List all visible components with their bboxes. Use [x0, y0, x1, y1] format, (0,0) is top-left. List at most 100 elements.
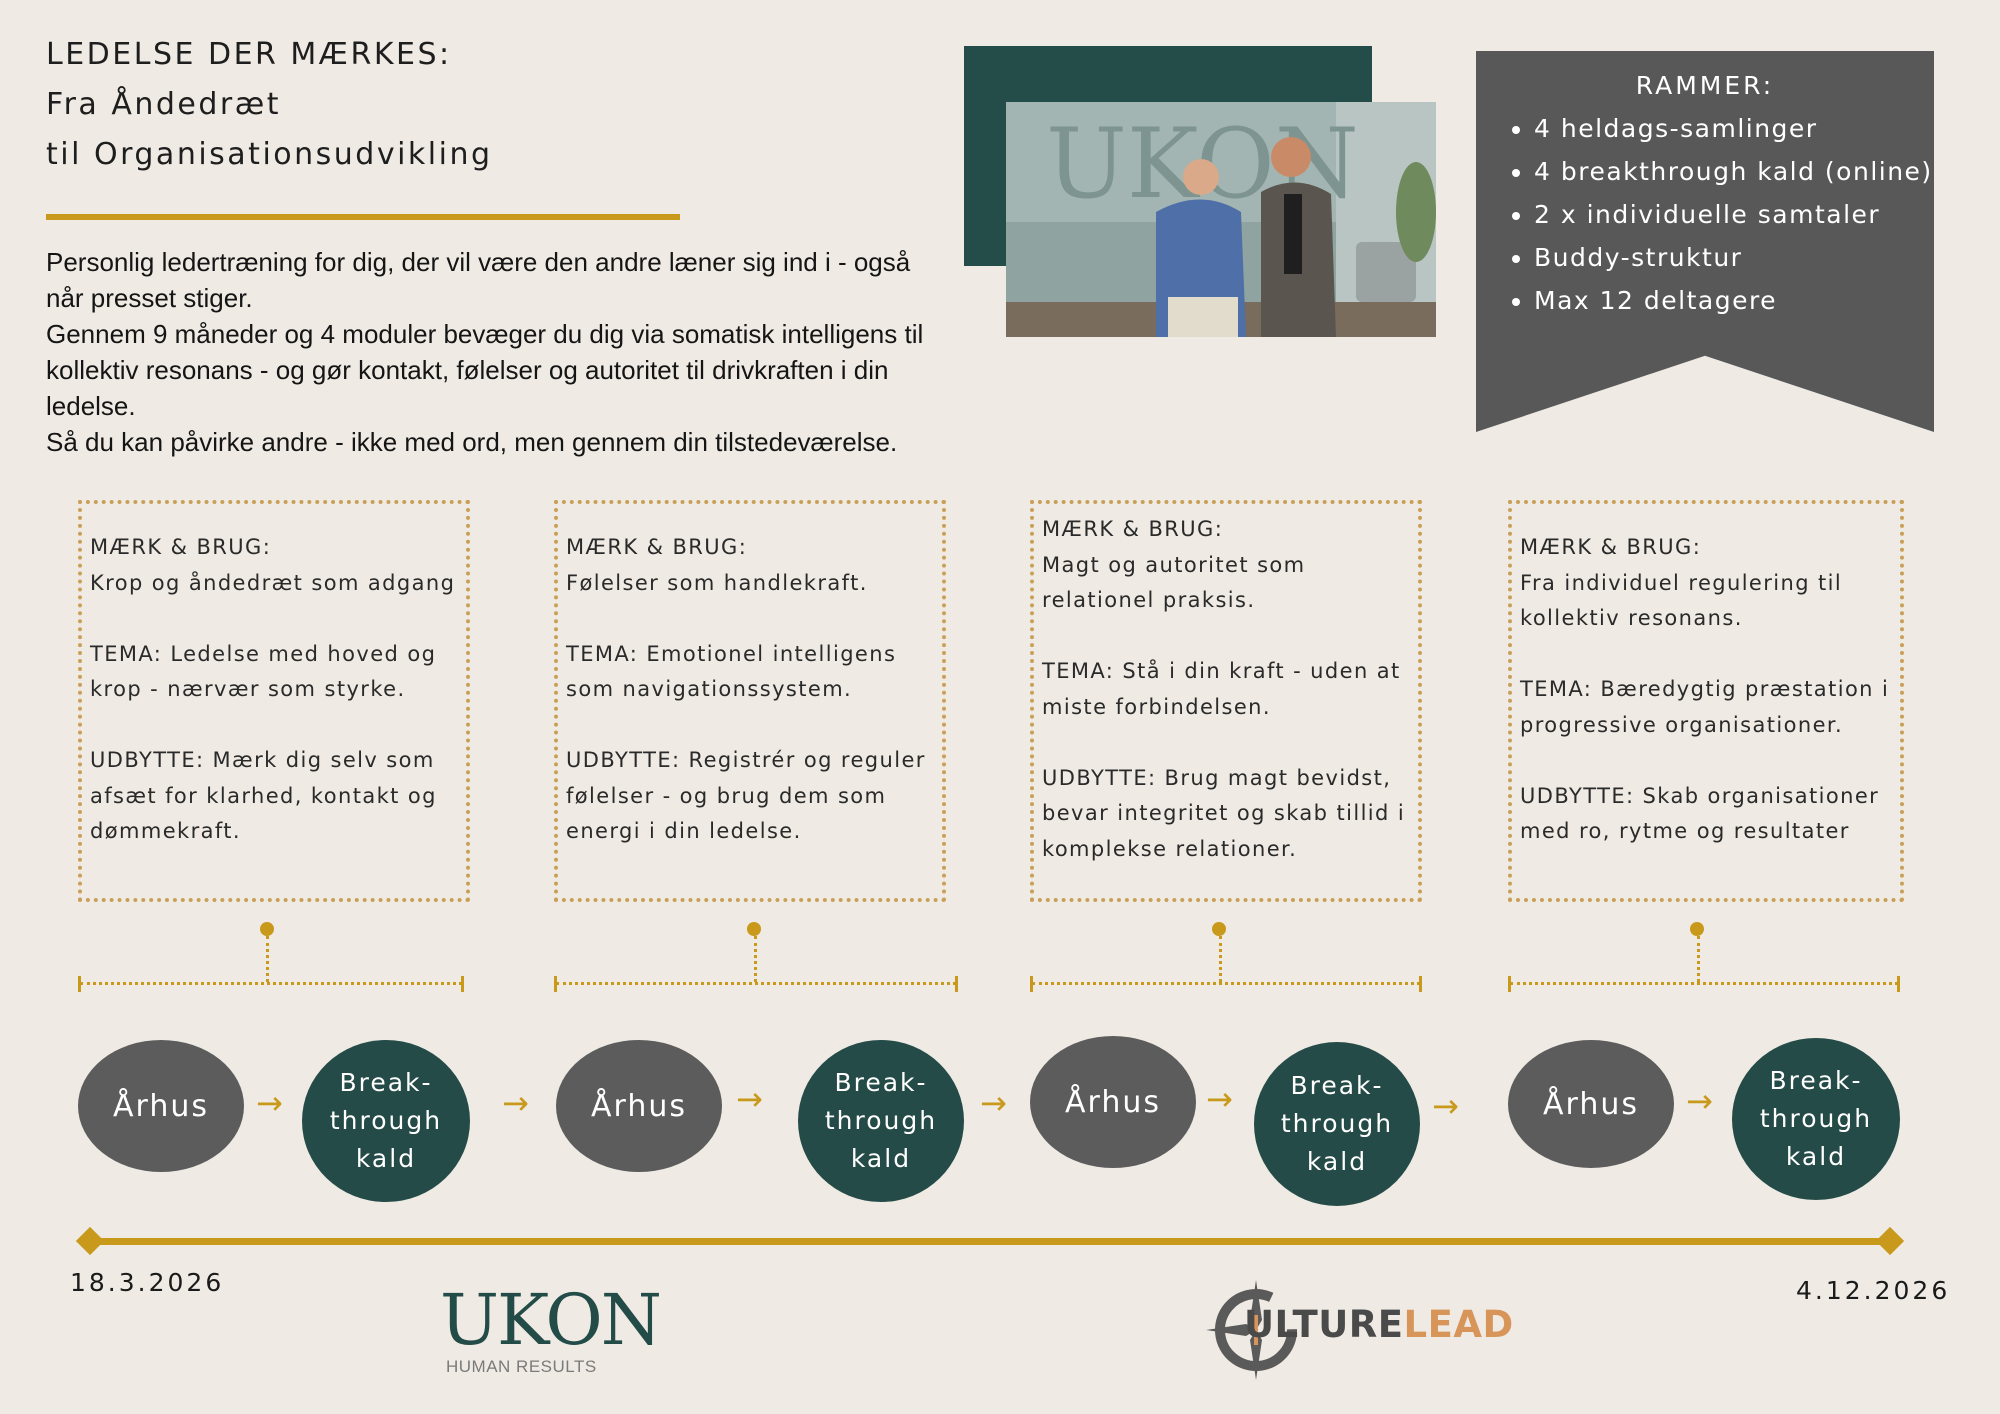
call-label: through — [1759, 1104, 1873, 1133]
title-line-2: Fra Åndedræt — [46, 87, 281, 122]
maerk-text: Krop og åndedræt som adgang — [90, 570, 456, 595]
call-label: Break- — [339, 1068, 433, 1097]
bracket-tick — [1030, 976, 1033, 992]
ukon-logo-text: UKON — [440, 1279, 662, 1361]
module-box-3: MÆRK & BRUG: Magt og autoritet som relat… — [1030, 500, 1422, 902]
location-label: Århus — [591, 1088, 687, 1124]
bracket-line — [1510, 982, 1898, 985]
bracket-tick — [955, 976, 958, 992]
timeline-end-marker — [1875, 1226, 1905, 1256]
call-label: Break- — [834, 1068, 928, 1097]
timeline-bar — [86, 1238, 1894, 1245]
arrow-icon: → — [980, 1084, 1007, 1122]
call-label: Break- — [1769, 1066, 1863, 1095]
tema-text: TEMA: Emotionel intelligens — [566, 641, 897, 666]
tema-text: TEMA: Ledelse med hoved og — [90, 641, 437, 666]
bracket-line — [1032, 982, 1420, 985]
maerk-label: MÆRK & BRUG: — [1042, 517, 1224, 541]
call-label: kald — [1306, 1147, 1368, 1176]
location-circle-3: Århus — [1030, 1036, 1196, 1168]
compass-icon — [1206, 1280, 1297, 1380]
location-circle-4: Århus — [1508, 1040, 1674, 1168]
list-item: Buddy-struktur — [1534, 236, 1933, 279]
tema-text: miste forbindelsen. — [1042, 694, 1271, 719]
list-item: Max 12 deltagere — [1534, 279, 1933, 322]
location-circle-2: Århus — [556, 1040, 722, 1172]
list-item: 2 x individuelle samtaler — [1534, 193, 1933, 236]
rammer-banner: RAMMER: 4 heldags-samlinger 4 breakthrou… — [1476, 51, 1934, 432]
location-circle-1: Århus — [78, 1040, 244, 1172]
call-label: Break- — [1290, 1071, 1384, 1100]
maerk-text: Magt og autoritet som — [1042, 552, 1306, 577]
arrow-icon: → — [736, 1080, 763, 1118]
bracket-tick — [554, 976, 557, 992]
culturelead-logo-text-part2: LEAD — [1403, 1303, 1514, 1346]
module-box-2: MÆRK & BRUG: Følelser som handlekraft. T… — [554, 500, 946, 902]
maerk-label: MÆRK & BRUG: — [1520, 535, 1702, 559]
list-item: 4 breakthrough kald (online) — [1534, 150, 1933, 193]
udbytte-text: komplekse relationer. — [1042, 836, 1298, 861]
bracket-stem — [1697, 936, 1700, 982]
module-box-4: MÆRK & BRUG: Fra individuel regulering t… — [1508, 500, 1904, 902]
bracket-tick — [1419, 976, 1422, 992]
timeline-start-marker — [75, 1226, 105, 1256]
intro-text: Personlig ledertræning for dig, der vil … — [46, 244, 936, 460]
udbytte-text: energi i din ledelse. — [566, 819, 802, 843]
maerk-text: relationel praksis. — [1042, 588, 1256, 612]
udbytte-text: med ro, rytme og resultater — [1520, 819, 1850, 843]
start-date: 18.3.2026 — [70, 1268, 225, 1297]
tema-text: TEMA: Stå i din kraft - uden at — [1042, 659, 1401, 683]
intro-paragraph-2: Gennem 9 måneder og 4 moduler bevæger du… — [46, 319, 924, 421]
rammer-list: 4 heldags-samlinger 4 breakthrough kald … — [1476, 107, 1933, 322]
title-line-3: til Organisationsudvikling — [46, 137, 493, 172]
udbytte-text: følelser - og brug dem som — [566, 783, 887, 808]
rammer-title: RAMMER: — [1635, 71, 1775, 100]
ukon-logo-subtitle: HUMAN RESULTS — [446, 1357, 597, 1376]
bracket-dot — [260, 922, 274, 936]
udbytte-text: afsæt for klarhed, kontakt og — [90, 783, 437, 808]
arrow-icon: → — [1206, 1080, 1233, 1118]
intro-paragraph-1: Personlig ledertræning for dig, der vil … — [46, 247, 911, 313]
bracket-dot — [1212, 922, 1226, 936]
maerk-label: MÆRK & BRUG: — [90, 535, 272, 559]
maerk-text: Følelser som handlekraft. — [566, 570, 868, 595]
bracket-line — [80, 982, 462, 985]
tema-text: TEMA: Bæredygtig præstation i — [1520, 677, 1890, 701]
title-divider — [46, 214, 680, 220]
module-box-1: MÆRK & BRUG: Krop og åndedræt som adgang… — [78, 500, 470, 902]
udbytte-text: UDBYTTE: Mærk dig selv som — [90, 748, 435, 772]
maerk-text: Fra individuel regulering til — [1520, 570, 1843, 595]
call-label: kald — [850, 1144, 912, 1173]
maerk-text: kollektiv resonans. — [1520, 606, 1743, 630]
bracket-stem — [266, 936, 269, 982]
team-photo: UKON — [1006, 102, 1436, 337]
bracket-line — [556, 982, 956, 985]
bracket-stem — [754, 936, 757, 982]
bracket-tick — [1897, 976, 1900, 992]
tema-text: progressive organisationer. — [1520, 712, 1844, 737]
ukon-logo: UKON HUMAN RESULTS — [440, 1279, 662, 1377]
call-label: kald — [355, 1144, 417, 1173]
arrow-icon: → — [502, 1084, 529, 1122]
bracket-tick — [1508, 976, 1511, 992]
call-label: through — [824, 1106, 938, 1135]
tema-text: som navigationssystem. — [566, 677, 853, 701]
location-label: Århus — [1065, 1084, 1161, 1120]
bracket-dot — [747, 922, 761, 936]
location-label: Århus — [1543, 1086, 1639, 1122]
call-label: kald — [1785, 1142, 1847, 1171]
location-label: Århus — [113, 1088, 209, 1124]
breakthrough-call-circle-4: Break- through kald — [1732, 1038, 1900, 1200]
breakthrough-call-circle-3: Break- through kald — [1254, 1042, 1420, 1206]
intro-paragraph-3: Så du kan påvirke andre - ikke med ord, … — [46, 427, 898, 457]
maerk-label: MÆRK & BRUG: — [566, 535, 748, 559]
udbytte-text: dømmekraft. — [90, 819, 242, 843]
list-item: 4 heldags-samlinger — [1534, 107, 1933, 150]
arrow-icon: → — [1432, 1087, 1459, 1125]
udbytte-text: UDBYTTE: Brug magt bevidst, — [1042, 765, 1392, 790]
breakthrough-call-circle-1: Break- through kald — [302, 1040, 470, 1202]
call-label: through — [329, 1106, 443, 1135]
bracket-tick — [461, 976, 464, 992]
call-label: through — [1280, 1109, 1394, 1138]
arrow-icon: → — [1686, 1082, 1713, 1120]
